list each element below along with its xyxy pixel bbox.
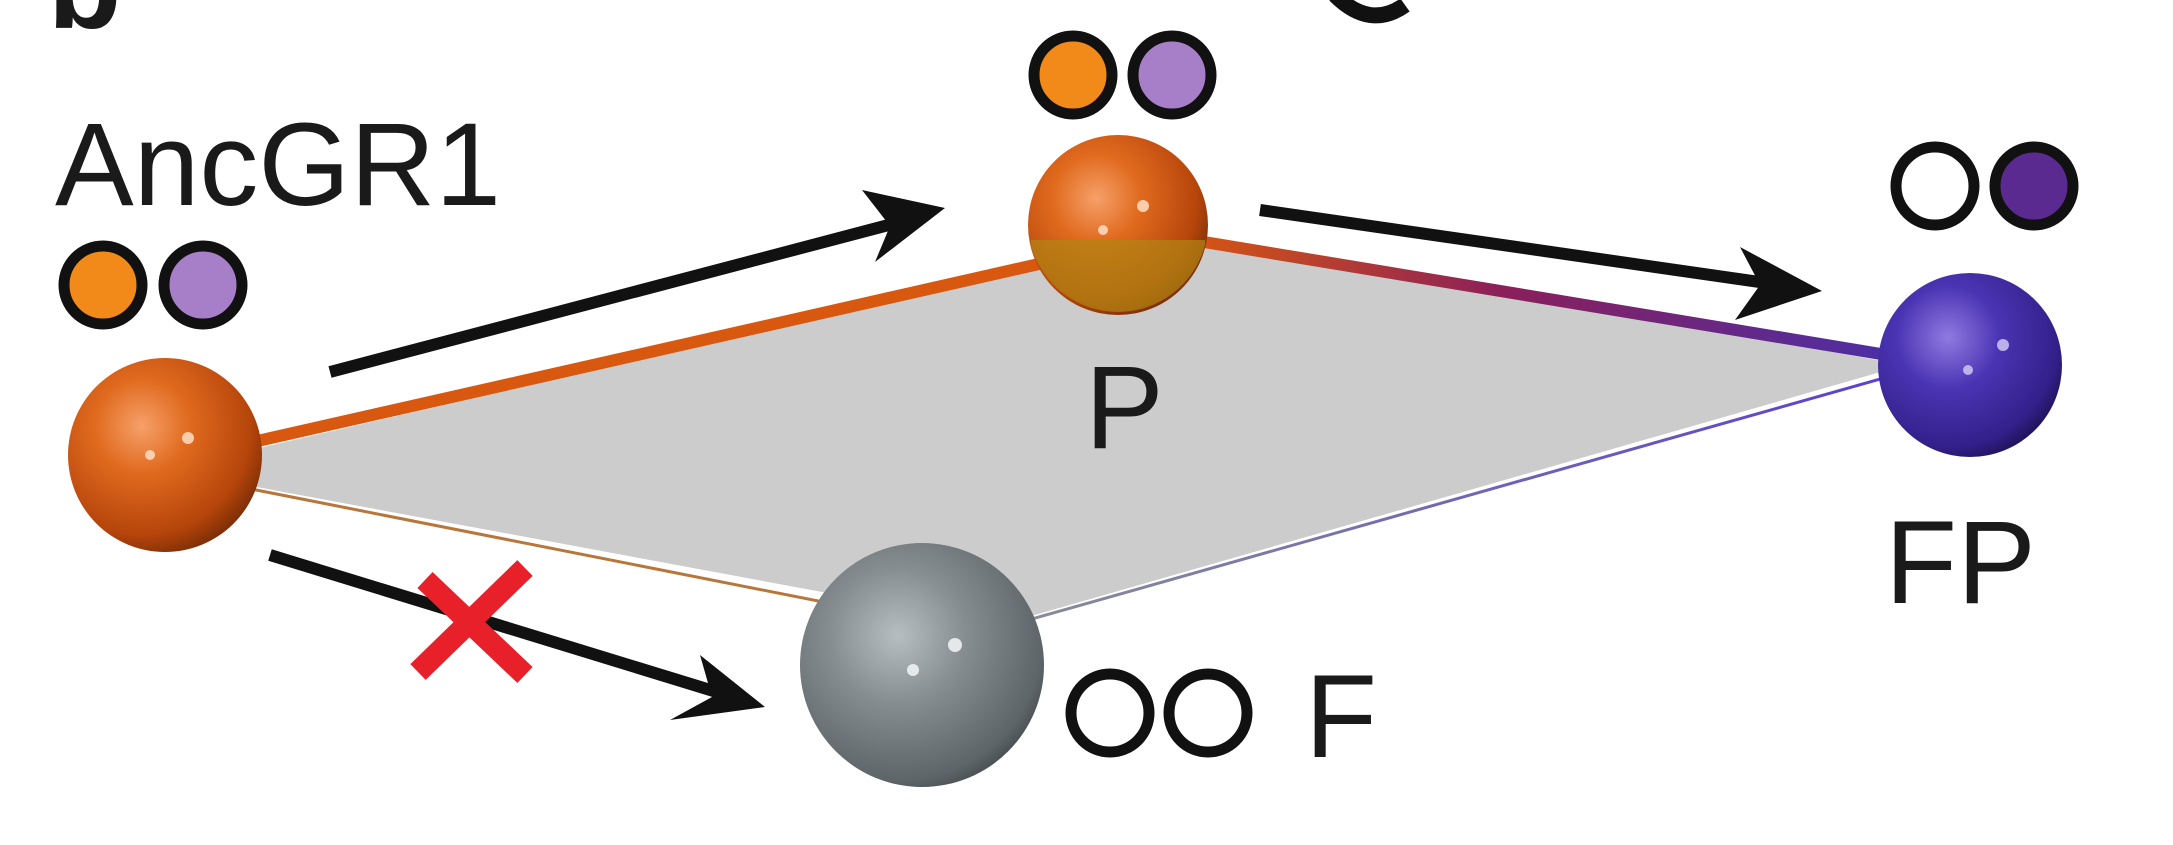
landscape-plane xyxy=(165,235,1905,625)
node-f-sphere xyxy=(800,543,1044,787)
blocked-path-x-marker xyxy=(410,560,533,683)
node-ancgr1-label: AncGR1 xyxy=(55,99,501,231)
panel-letter: b xyxy=(48,0,121,54)
p-dot-2 xyxy=(1127,30,1217,120)
f-dot-2 xyxy=(1163,668,1253,758)
edge-p-fp xyxy=(1179,232,1906,364)
arrow-ancgr1-to-p xyxy=(328,190,945,378)
node-f-label: F xyxy=(1305,651,1377,783)
node-fp-label: FP xyxy=(1885,497,2036,629)
arrow-ancgr1-to-f xyxy=(268,549,765,720)
f-dot-pair xyxy=(1065,668,1253,758)
f-dot-1 xyxy=(1065,668,1155,758)
node-ancgr1-sphere xyxy=(68,358,262,552)
arrow-p-to-fp xyxy=(1259,204,1822,320)
edge-f-fp xyxy=(999,370,1906,630)
fp-dot-1 xyxy=(1890,141,1980,231)
ancgr1-dot-2 xyxy=(158,240,248,330)
ancgr1-dot-pair xyxy=(58,240,248,330)
edge-ancgr1-p xyxy=(163,226,1182,468)
fp-dot-pair xyxy=(1890,141,2079,231)
p-dot-pair xyxy=(1028,30,1217,120)
node-fp-sphere xyxy=(1878,273,2062,457)
fp-dot-2 xyxy=(1989,141,2079,231)
node-p-sphere xyxy=(1028,135,1208,315)
p-dot-1 xyxy=(1028,30,1118,120)
ancgr1-dot-1 xyxy=(58,240,148,330)
node-p-label: P xyxy=(1085,342,1164,474)
cropped-curve-decoration xyxy=(1329,0,1410,24)
